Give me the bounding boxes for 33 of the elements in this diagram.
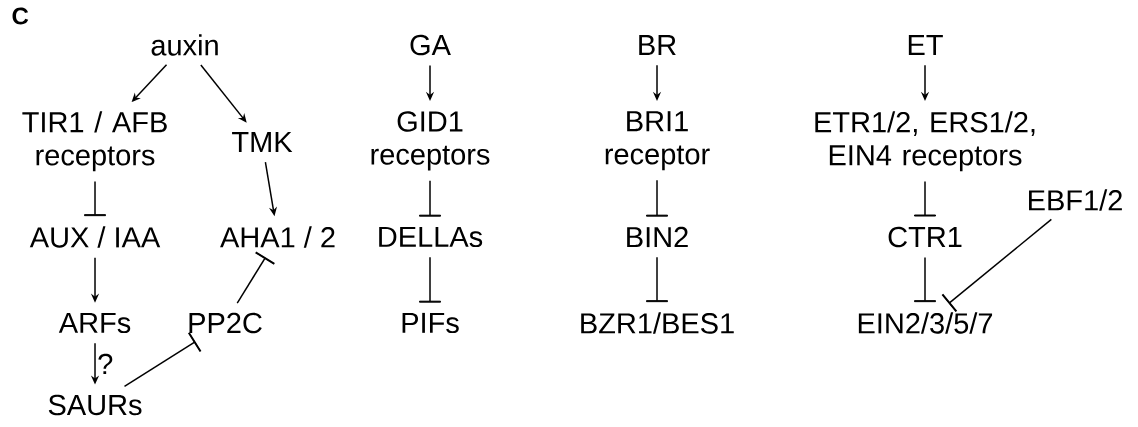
protein-label: BIN2 (627, 226, 688, 248)
inhibition-line (646, 179, 668, 217)
inhibition-line (646, 256, 668, 303)
protein-label: AHA1 / 2 (220, 226, 335, 248)
inhibition-line (914, 180, 936, 217)
inhibition-line (914, 256, 936, 303)
inhibition-line (236, 251, 275, 304)
protein-label: EBF1/2 (1029, 189, 1122, 211)
protein-label: ARFs (58, 312, 131, 334)
inhibition-line (84, 180, 106, 217)
protein-label: EIN2/3/5/7 (858, 312, 993, 334)
inhibition-line (941, 218, 1053, 312)
protein-label: BR (639, 35, 676, 55)
inhibition-line (419, 256, 441, 303)
protein-label: PP2C (189, 312, 262, 334)
protein-label: GA (410, 34, 451, 56)
inhibition-line (419, 179, 441, 217)
protein-label: PIFs (402, 312, 459, 334)
protein-label: TIR1 / AFB receptors (22, 111, 167, 172)
protein-label: BZR1/BES1 (581, 312, 734, 334)
protein-label: ET (908, 35, 943, 55)
protein-label: BRI1 receptor (605, 111, 710, 171)
protein-label: SAURs (48, 394, 142, 416)
protein-label: AUX / IAA (29, 226, 161, 248)
edge-label: ? (96, 352, 115, 376)
inhibition-line (123, 332, 202, 388)
protein-label: ETR1/2, ERS1/2, EIN4 receptors (815, 111, 1035, 172)
protein-label: GID1 receptors (371, 111, 490, 171)
protein-label: TMK (232, 132, 293, 152)
protein-label: CTR1 (888, 226, 962, 248)
protein-label: DELLAs (379, 226, 483, 248)
panel-letter: C (12, 7, 29, 25)
protein-label: auxin (151, 34, 218, 56)
